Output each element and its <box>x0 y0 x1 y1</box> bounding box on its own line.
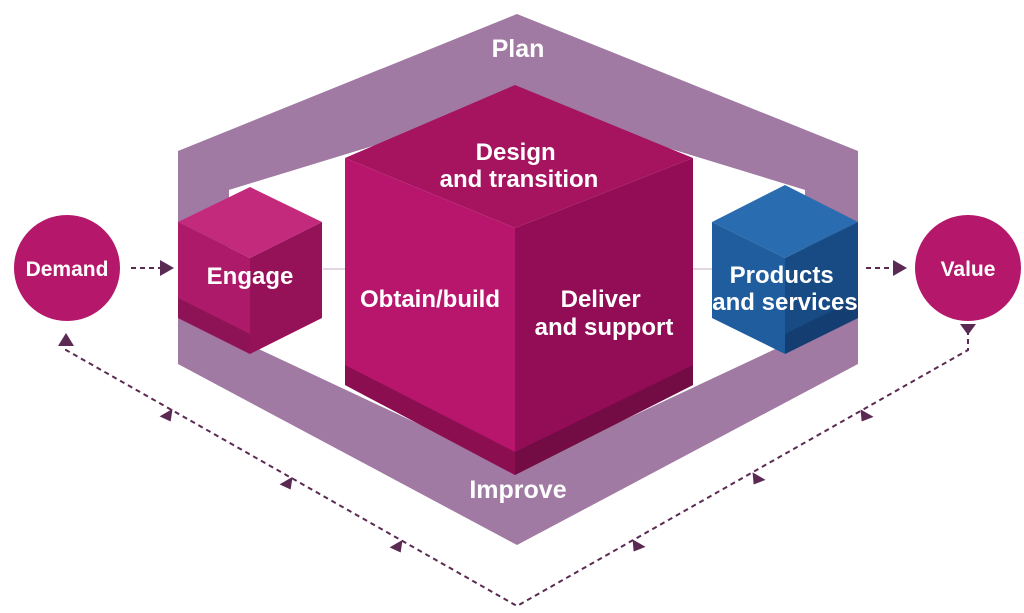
engage-cube-right <box>250 222 322 354</box>
products-services-cube <box>712 185 858 354</box>
products-to-value-arrowhead <box>893 260 907 276</box>
engage-cube-top <box>178 187 322 258</box>
engage-cube <box>178 187 322 354</box>
demand-circle <box>14 215 120 321</box>
feedback-arrowhead-right-3 <box>632 539 646 552</box>
demand-return-arrowhead <box>58 333 74 346</box>
plan-label: Plan <box>492 35 545 63</box>
feedback-arrowhead-right-1 <box>860 409 874 422</box>
improve-label: Improve <box>469 476 566 504</box>
demand-to-engage-arrowhead <box>160 260 174 276</box>
products-cube-top <box>712 185 858 258</box>
products-services-label: Products and services <box>712 262 857 316</box>
value-circle <box>915 215 1021 321</box>
obtain-build-label: Obtain/build <box>360 286 500 313</box>
design-transition-label: Design and transition <box>440 139 599 193</box>
central-cube-shadow-left <box>345 365 515 475</box>
value-label: Value <box>941 258 996 281</box>
engage-cube-shadow <box>178 298 250 354</box>
value-stem-arrowhead <box>960 324 976 335</box>
feedback-arrowhead-left-2 <box>279 476 293 490</box>
plan-improve-frame <box>178 14 858 545</box>
feedback-loop-connector <box>65 330 969 608</box>
deliver-support-label: Deliver and support <box>535 286 674 341</box>
feedback-arrowhead-left-3 <box>159 408 173 422</box>
engage-label: Engage <box>207 263 294 290</box>
central-cube <box>345 85 693 475</box>
central-cube-shadow-right <box>515 365 693 475</box>
demand-label: Demand <box>26 258 109 281</box>
central-cube-top <box>345 85 693 228</box>
products-cube-left <box>712 222 785 354</box>
feedback-arrowhead-right-2 <box>752 472 766 485</box>
feedback-arrowhead-left-1 <box>389 539 403 553</box>
products-cube-shadow <box>785 298 858 354</box>
